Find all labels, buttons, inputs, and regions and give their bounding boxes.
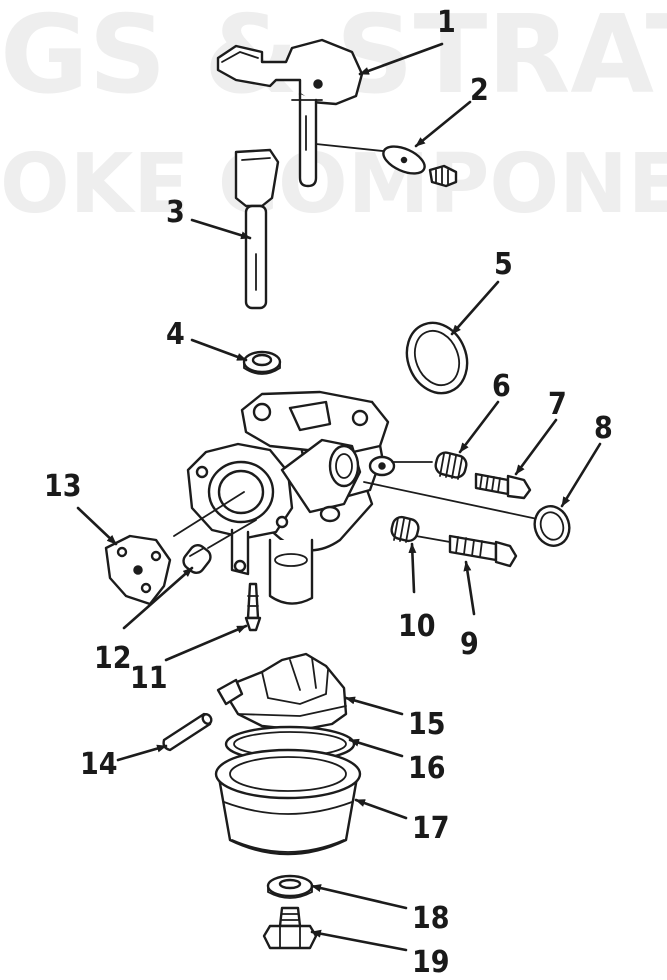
leader-6 — [458, 400, 500, 454]
callout-6: 6 — [492, 369, 511, 404]
part-19-bowl-nut — [262, 906, 318, 950]
callout-2: 2 — [470, 73, 489, 108]
callout-labels: 1 2 3 4 5 6 7 8 9 10 11 12 13 14 15 16 1… — [44, 5, 613, 980]
callout-1: 1 — [437, 5, 456, 40]
part-6-spring — [434, 451, 468, 480]
part-5-gasket — [405, 321, 469, 395]
leader-1 — [358, 42, 444, 76]
leader-4 — [190, 338, 248, 362]
callout-16: 16 — [408, 751, 446, 786]
part-17-float-bowl — [214, 748, 362, 856]
leader-8 — [560, 442, 602, 508]
watermark-line-2: OKE COMPONEN — [0, 137, 667, 232]
leader-7 — [514, 418, 558, 476]
leader-5 — [450, 280, 500, 336]
callout-9: 9 — [460, 627, 479, 662]
callout-12: 12 — [94, 641, 132, 676]
part-4-washer — [242, 350, 282, 375]
callout-13: 13 — [44, 469, 82, 504]
part-1-choke-lever — [216, 38, 364, 188]
leader-16 — [348, 738, 404, 758]
carburetor-body — [173, 390, 543, 605]
callout-18: 18 — [412, 901, 450, 936]
leader-15 — [344, 696, 404, 716]
part-9-mixture-screw — [415, 534, 518, 568]
part-3-throttle-shaft — [234, 148, 280, 310]
part-2-choke-plate — [315, 143, 458, 188]
part-18-washer — [266, 874, 314, 899]
leader-2 — [414, 100, 472, 148]
callout-11: 11 — [130, 661, 168, 696]
leader-17 — [354, 798, 408, 820]
callout-10: 10 — [398, 609, 436, 644]
part-8-o-ring — [533, 505, 571, 547]
callout-7: 7 — [548, 387, 567, 422]
leader-9 — [463, 560, 476, 616]
callout-8: 8 — [594, 411, 613, 446]
leader-10 — [408, 542, 417, 594]
callout-3: 3 — [166, 195, 185, 230]
callout-15: 15 — [408, 707, 446, 742]
background-watermark: GS & STRAT OKE COMPONEN — [0, 0, 667, 232]
leader-13 — [76, 506, 118, 546]
leader-19 — [310, 929, 408, 952]
callout-19: 19 — [412, 945, 450, 980]
part-13-plate — [104, 534, 172, 606]
part-10-spring — [390, 515, 420, 543]
callout-17: 17 — [412, 811, 450, 846]
part-11-inlet-needle — [244, 582, 262, 632]
leader-3 — [190, 218, 252, 240]
part-7-idle-screw — [474, 472, 532, 500]
leader-11 — [164, 624, 248, 662]
callout-5: 5 — [494, 247, 513, 282]
leader-12 — [122, 566, 194, 630]
callout-4: 4 — [166, 317, 185, 352]
leader-18 — [310, 884, 408, 910]
leader-arrows — [76, 42, 602, 952]
callout-14: 14 — [80, 747, 118, 782]
part-14-hinge-pin — [162, 712, 213, 752]
leader-14 — [116, 744, 168, 762]
part-15-float — [216, 652, 348, 732]
